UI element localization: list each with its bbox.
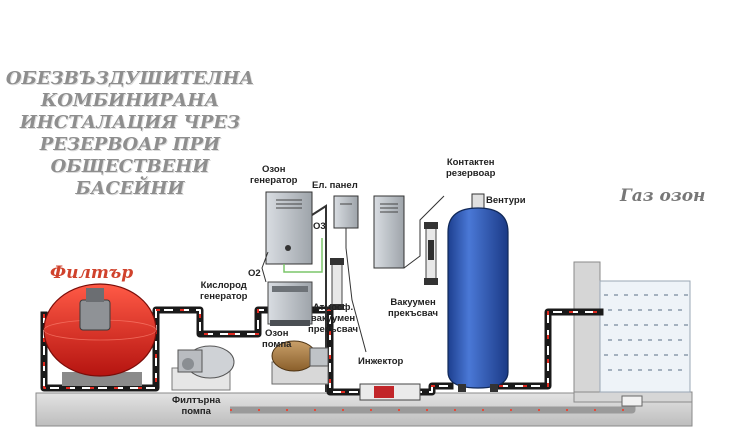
pool-inlet-fitting [621, 395, 643, 407]
pool-wall-left [573, 261, 601, 395]
el-panel-label: Ел. панел [312, 180, 358, 191]
gas-ozone-label: Газ озон [620, 186, 706, 206]
title-line-3: ИНСТАЛАЦИЯ ЧРЕЗ [19, 112, 241, 133]
injector-label: Инжектор [358, 356, 404, 367]
ozone-generator [265, 191, 313, 265]
vacuum-breaker-label: Вакуумен прекъсвач [388, 297, 439, 319]
diagram-title: ОБЕЗВЪЗДУШИТЕЛНА КОМБИНИРАНА ИНСТАЛАЦИЯ … [2, 68, 258, 200]
oxygen-generator [267, 281, 313, 326]
o2-label: O2 [248, 268, 261, 279]
oxygen-gas-line [283, 238, 323, 273]
filter-pump-label: Филтърна помпа [172, 395, 221, 417]
title-line-6: БАСЕЙНИ [75, 178, 185, 199]
venturi-label: Вентури [486, 195, 526, 206]
ozone-pump-label: Озон помпа [262, 328, 292, 350]
second-unit-wire [403, 195, 445, 269]
contact-tank-label: Контактен резервоар [446, 157, 496, 179]
sand-filter [43, 283, 157, 386]
filter-pump [171, 345, 235, 391]
circulation-pipes [40, 306, 604, 396]
o2-line [261, 251, 269, 283]
atmospheric-vacuum-breaker [330, 258, 344, 310]
electrical-panel [333, 195, 359, 229]
vacuum-breaker [424, 222, 438, 285]
ozone-pump [271, 340, 329, 385]
ozone-generator-label: Озон генератор [250, 164, 298, 186]
panel-wire [345, 228, 367, 353]
title-line-5: ОБЩЕСТВЕНИ [50, 156, 210, 177]
title-line-1: ОБЕЗВЪЗДУШИТЕЛНА [5, 68, 255, 89]
contact-tank [447, 193, 509, 392]
o3-label: O3 [313, 221, 326, 232]
oxygen-generator-label: Кислород генератор [200, 280, 248, 302]
title-line-4: РЕЗЕРВОАР ПРИ [39, 134, 221, 155]
filter-label: Филтър [50, 263, 134, 283]
title-line-2: КОМБИНИРАНА [40, 90, 220, 111]
pool-water-ripples [604, 294, 688, 371]
atm-vacuum-breaker-label: Атмосф. вакуумен прекъсвач [308, 302, 359, 335]
pool-water [599, 280, 691, 393]
injector [359, 383, 421, 401]
o3-line [311, 204, 327, 392]
second-ozone-unit [373, 195, 405, 269]
